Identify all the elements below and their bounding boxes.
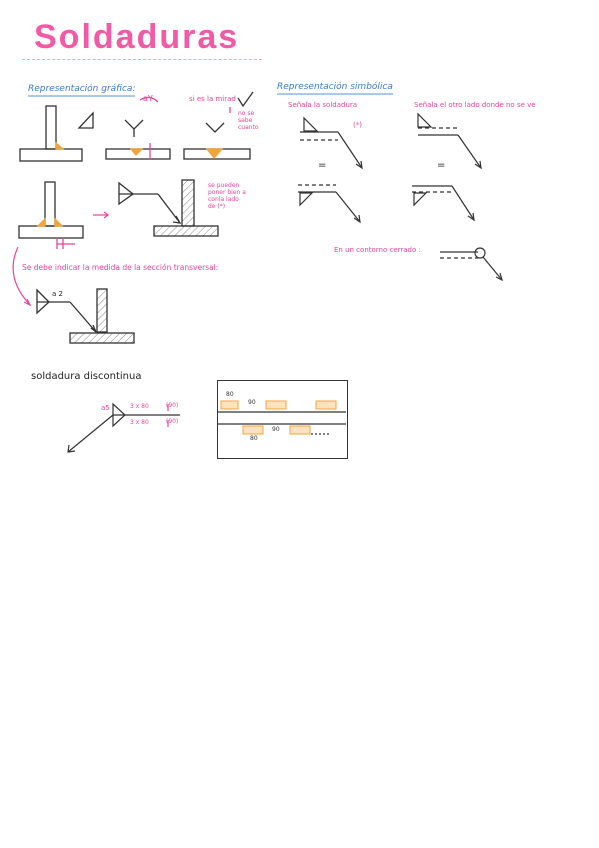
note-no-se-sabe: no se sabe cuanto: [238, 110, 259, 131]
symbolic-arrow-3: [298, 184, 361, 224]
discontinuous-plate-lines: [218, 411, 346, 435]
double-fillet-joint: [18, 181, 84, 249]
disc-row1: 3 x 80: [130, 403, 149, 410]
disc-top-label: 80: [226, 391, 234, 398]
a2-fillet-symbol: [36, 288, 135, 344]
symbolic-arrow-1: [300, 116, 363, 170]
note-marca: (*): [353, 121, 362, 129]
note-si-mirad: si es la mirad: [189, 95, 236, 103]
disc-row1-paren: (90): [166, 402, 179, 409]
disc-bottom-90: 90: [272, 426, 280, 433]
equals-sign-2: =: [437, 160, 446, 171]
heading-discontinua: soldadura discontinua: [31, 371, 142, 382]
note-senala-soldadura: Señala la soldadura: [288, 101, 358, 109]
equals-sign-1: =: [318, 160, 327, 171]
heading-symbolic-representation: Representación simbólica: [277, 82, 393, 95]
note-contorno-cerrado: En un contorno cerrado :: [334, 246, 421, 254]
disc-row2: 3 x 80: [130, 419, 149, 426]
disc-row2-paren: (90): [166, 418, 179, 425]
v-butt-joint: [183, 91, 254, 160]
disc-top-90: 90: [248, 399, 256, 406]
note-pueden-poner: se pueden poner bien a conla lado de (*): [208, 182, 246, 210]
t-joint-fillet: [19, 105, 94, 162]
disc-bottom-label: 80: [250, 435, 258, 442]
closed-contour-symbol: [440, 247, 503, 282]
symbolic-fillet-plate: [118, 179, 219, 237]
note-dy: aY: [143, 94, 153, 103]
discontinuous-symbol: [67, 402, 180, 453]
disc-a-value: a5: [101, 404, 110, 412]
symbolic-arrow-4: [412, 185, 475, 222]
heading-graphic-representation: Representación gráfica:: [28, 84, 136, 97]
title-divider: [22, 59, 262, 60]
symbolic-arrow-2: [417, 112, 482, 170]
y-butt-joint: [105, 96, 171, 160]
note-indicar-medida: Se debe indicar la medida de la sección …: [22, 263, 219, 272]
note-senala-otro-lado: Señala el otro lado donde no se ve: [414, 101, 536, 109]
weld-segments: [220, 400, 337, 435]
discontinuous-plate-drawing: [217, 380, 348, 459]
label-a2: a 2: [52, 290, 63, 298]
page-title: Soldaduras: [34, 18, 240, 56]
